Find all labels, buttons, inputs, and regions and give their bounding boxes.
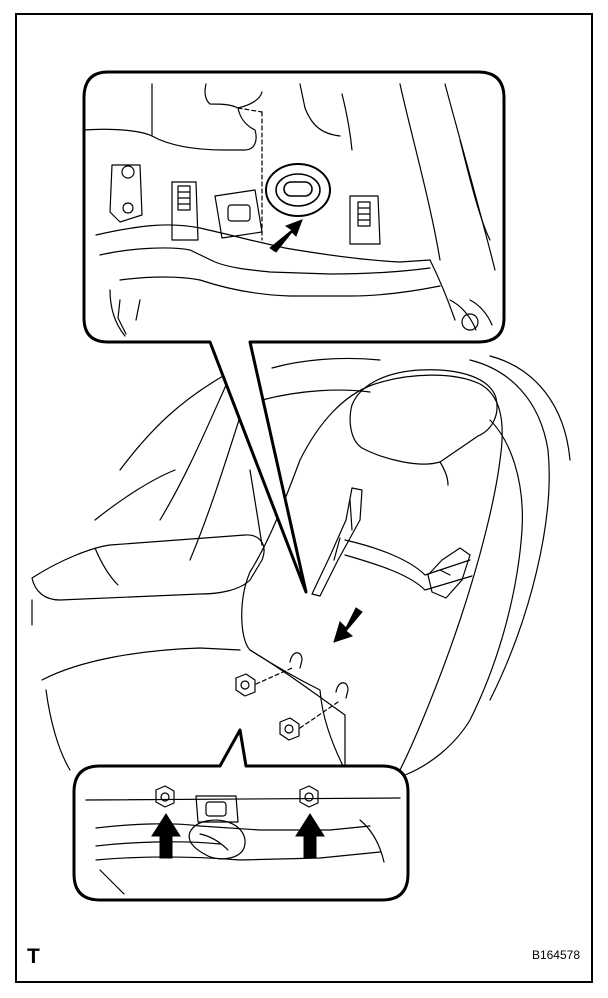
frame-edge [109,289,126,337]
latch-detail [333,499,353,561]
frame-edge [429,259,456,321]
frame-bar [119,276,201,281]
door-trim-line [469,359,550,701]
seat-side [404,419,523,776]
headrest-stay [439,461,449,486]
cabin-line [159,371,233,521]
seat-cushion-line [41,647,241,681]
door-trim-line [489,355,571,461]
bottom-callout [72,728,410,902]
center-plate [214,189,263,239]
up-arrow-right-icon [295,813,325,859]
cabin-line [249,469,263,546]
rail-line [85,797,401,801]
seat-hook [289,652,303,669]
grommet-outer [265,163,331,217]
left-bolt [121,165,135,179]
frame-bar [99,247,431,275]
rail-end [359,819,385,863]
right-latch-detail [439,569,451,576]
seat-seam [344,539,471,576]
dashed-leader [255,667,293,685]
up-arrow-left-icon [151,813,181,859]
push-arrow-icon [333,607,363,643]
upper-trim [237,91,263,109]
frame-bar [95,224,431,263]
cloth-fold [199,833,229,851]
torn-edge [99,869,125,895]
grommet-ring [275,173,321,207]
seatback [241,374,503,771]
top-callout-detail [83,83,496,337]
right-panel-line [399,83,441,261]
armrest-seam [94,547,119,586]
seat-hook [335,682,349,699]
nut-right-center [304,792,314,802]
cabin-line [94,469,176,521]
seat-cushion-line [45,689,71,771]
upper-trim [83,128,153,137]
right-latch [427,547,471,599]
left-bolt [122,202,134,214]
corner-mark: T [27,945,40,968]
seat-seam [344,554,473,591]
nut-right-detail [299,785,319,808]
figure-code: B164578 [532,948,580,962]
cabin-line [119,371,231,471]
center-bracket [195,795,239,823]
latch-bracket [311,487,363,597]
cabin-line [271,357,381,369]
torn-edge [117,299,141,335]
left-bracket [109,164,143,223]
bottom-callout-frame [72,728,410,902]
rail-line [95,841,221,847]
armrest [31,534,265,601]
center-plate-hole [227,204,251,222]
nut-left-detail [155,785,175,808]
center-bracket-hole [205,801,227,817]
upper-trim [299,83,341,137]
release-arrow-icon [269,219,303,253]
grommet-slot [283,181,313,197]
headrest [349,369,498,465]
nut-left-center [160,792,170,802]
upper-trim [151,83,257,151]
right-fastener [461,313,479,331]
nut-upper [235,673,256,697]
outer-border [15,13,593,983]
dashed-guide [237,107,263,113]
cloth [188,819,246,860]
rail-line [95,851,381,861]
nut-lower [279,717,300,741]
seat-bottom-edge [249,649,346,716]
stud-left [171,181,199,241]
dashed-leader [299,701,339,729]
stud-right [349,195,381,245]
upper-trim [341,93,353,151]
right-panel-line [459,139,491,241]
frame-bar [199,279,441,297]
clip-right [449,299,493,331]
main-seat-scene [31,355,571,776]
right-panel-line [444,83,496,271]
cabin-line [261,389,371,401]
top-callout-frame [82,70,506,594]
top-callout [82,70,506,594]
